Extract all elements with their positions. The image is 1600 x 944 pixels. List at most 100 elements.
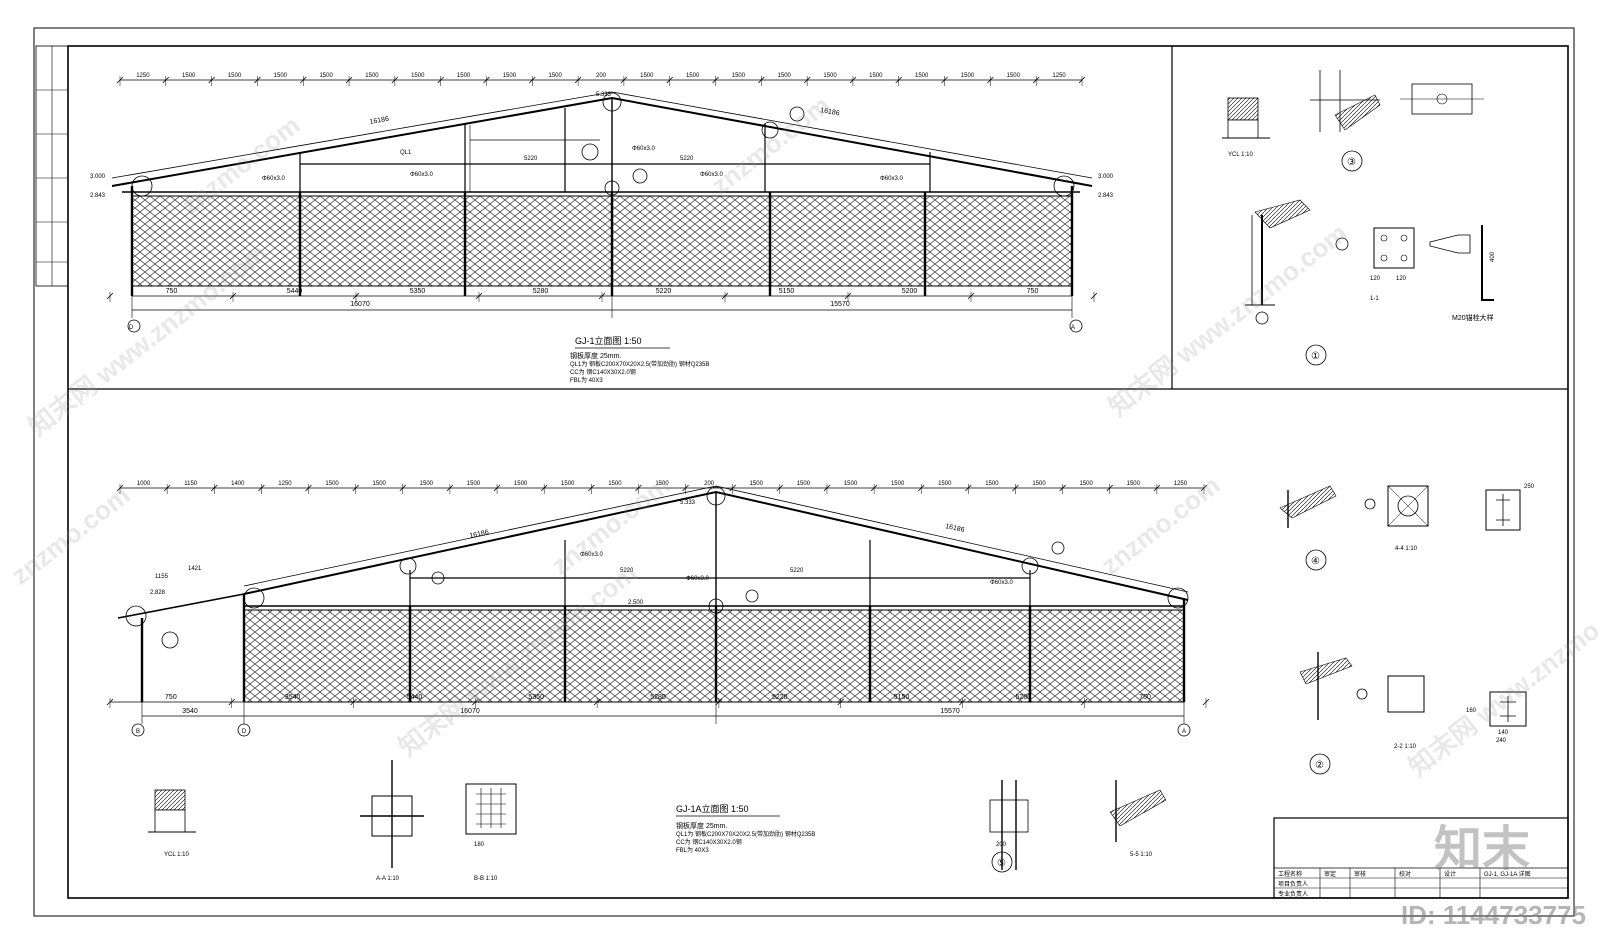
frame2-note-head: 钢板厚度 25mm. <box>676 821 727 830</box>
base-elev-left: 2.843 <box>90 193 106 199</box>
axis-label-a2: A <box>1182 729 1186 735</box>
dim-label: 1500 <box>467 481 481 487</box>
tb-approve: 审定 <box>1324 870 1336 878</box>
section-2-2: 2-2 1:10 <box>1394 744 1417 750</box>
tube-label-4: Φ60x3.0 <box>700 172 723 178</box>
brick-wall-gj1a <box>243 609 1185 703</box>
dim-label: 1250 <box>1174 481 1188 487</box>
eave-elev-left: 3.000 <box>90 174 106 180</box>
lean-to-rafter <box>117 593 245 619</box>
dim-label: 5200 <box>902 288 918 295</box>
dim-label: 5200 <box>1016 694 1032 701</box>
tube-label-1: Φ60x3.0 <box>262 176 285 182</box>
dim-180: 180 <box>474 842 485 848</box>
dim-label: 1000 <box>137 481 151 487</box>
detail-marker-3: ③ <box>1347 157 1356 168</box>
dim-label: 1500 <box>640 73 654 79</box>
lean-dim-3: 2.828 <box>150 590 166 596</box>
dim-label: 750 <box>1027 288 1039 295</box>
outer-border <box>33 27 1575 917</box>
dim-label: 1500 <box>778 73 792 79</box>
total-dim-left-2: 16070 <box>460 708 480 715</box>
dim-label: 5350 <box>410 288 426 295</box>
frame1-title: GJ-1立面图 1:50 <box>575 335 642 346</box>
inner-border <box>67 45 1569 899</box>
frame2-note-1: QL1为 钢板C200X70X20X2.5(带加劲肋) 钢材Q235B <box>676 830 815 838</box>
detail-marker-5: ⑤ <box>997 858 1006 869</box>
dim-label: 1150 <box>184 481 198 487</box>
dim-label: 1500 <box>514 481 528 487</box>
dim-label: 1500 <box>457 73 471 79</box>
rafter-length-left: 16186 <box>369 116 389 126</box>
dim-400: 400 <box>1490 251 1496 262</box>
dim-label: 1500 <box>411 73 425 79</box>
total-dim-a: 3540 <box>182 708 198 715</box>
dim-label: 1500 <box>228 73 242 79</box>
base-elev-right: 2.843 <box>1098 193 1114 199</box>
beam-label-ql1: QL1 <box>400 150 412 156</box>
span-left: 5220 <box>524 156 538 162</box>
frame1-note-head: 钢板厚度 25mm. <box>570 351 621 360</box>
frame-gj1a: 1000 1150 1400 1250 1500 1500 1500 1500 1500 1500… <box>106 481 1210 854</box>
tb-review: 审核 <box>1354 870 1366 878</box>
dim-140: 140 <box>1498 730 1509 736</box>
anchor-detail-title: M20锚栓大样 <box>1452 313 1494 322</box>
lean-dim-1: 1155 <box>155 574 169 580</box>
section-1-1: 1-1 <box>1370 296 1379 302</box>
dim-label: 1500 <box>915 73 929 79</box>
detail-marker-1: ① <box>1311 351 1320 362</box>
dim-label: 1250 <box>136 73 150 79</box>
ridge-elevation-2: 5.333 <box>680 500 696 506</box>
dim-label: 1500 <box>608 481 622 487</box>
dim-label: 5220 <box>772 694 788 701</box>
dim-160: 160 <box>1466 708 1477 714</box>
eave-elev-right: 3.000 <box>1098 174 1114 180</box>
elev-mid-2: 2.500 <box>628 600 644 606</box>
tube-label-2a: Φ60x3.0 <box>580 552 603 558</box>
dim-200: 200 <box>996 842 1007 848</box>
ridge-elevation: 5.333 <box>596 92 612 98</box>
dim-label: 1500 <box>891 481 905 487</box>
dim-label: 5440 <box>287 288 303 295</box>
tb-design: 设计 <box>1444 870 1456 878</box>
tb-project: 工程名称 <box>1278 870 1302 878</box>
dim-label: 1500 <box>686 73 700 79</box>
dim-label: 750 <box>1139 694 1151 701</box>
dim-label: 5350 <box>528 694 544 701</box>
dim-label: 1500 <box>325 481 339 487</box>
dim-label: 1500 <box>797 481 811 487</box>
rafter-length-right: 16186 <box>820 107 840 117</box>
title-block: 工程名称 项目负责人 专业负责人 审定 审核 校对 设计 GJ-1, GJ-1A… <box>1273 817 1569 899</box>
lean-dim-2: 1421 <box>188 566 202 572</box>
dim-label: 1500 <box>938 481 952 487</box>
details-bottom: YCL 1:10 A-A 1:10 180 B-B 1:10 200 ⑤ 5-5… <box>148 760 1167 882</box>
axis-label-b: B <box>136 729 140 735</box>
dim-label: 1500 <box>420 481 434 487</box>
axis-label-a: A <box>1071 325 1075 331</box>
tb-discipline-lead: 专业负责人 <box>1278 890 1308 898</box>
dim-label: 3540 <box>285 694 301 701</box>
section-5-5: 5-5 1:10 <box>1130 852 1153 858</box>
dim-label: 1250 <box>1052 73 1066 79</box>
dim-label: 200 <box>704 481 715 487</box>
dim-label: 5150 <box>779 288 795 295</box>
total-dim-right: 15570 <box>830 301 850 308</box>
asset-id: ID: 1144733775 <box>1400 900 1586 930</box>
axis-label-d2: D <box>242 729 247 735</box>
dim-label: 1500 <box>732 73 746 79</box>
dim-label: 1500 <box>274 73 288 79</box>
axis-label-d: D <box>129 325 134 331</box>
roof-rafter-gj1 <box>111 96 1093 187</box>
total-dim-left: 16070 <box>350 301 370 308</box>
dim-label: 1500 <box>319 73 333 79</box>
dim-120-b: 120 <box>1396 276 1407 282</box>
dim-label: 1500 <box>823 73 837 79</box>
brand-logo: 知末 <box>1433 823 1530 876</box>
dim-label: 1500 <box>365 73 379 79</box>
dim-label: 1500 <box>1079 481 1093 487</box>
section-b-b: B-B 1:10 <box>474 876 498 882</box>
dim-label: 1500 <box>1127 481 1141 487</box>
dim-label: 1400 <box>231 481 245 487</box>
frame2-note-3: FBL为 40X3 <box>676 846 709 854</box>
